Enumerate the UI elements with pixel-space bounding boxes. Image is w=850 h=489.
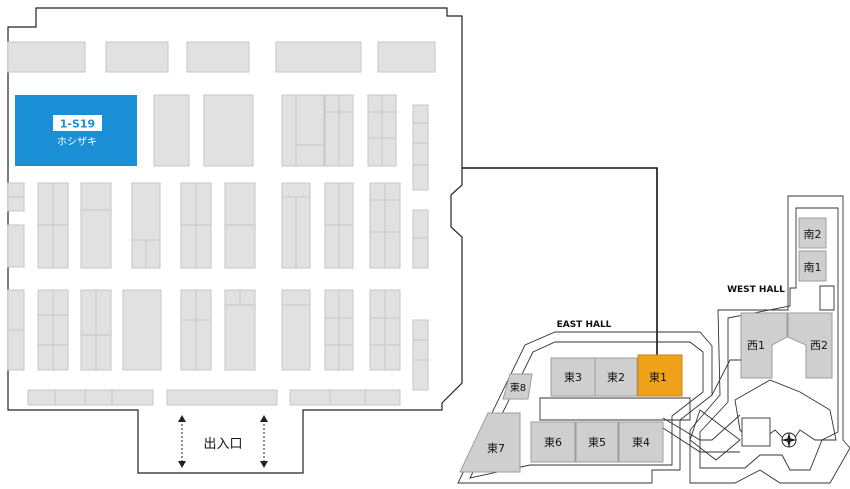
hall-east-7-label: 東7 xyxy=(487,442,505,455)
hall-east-1-label: 東1 xyxy=(649,371,667,384)
highlighted-booth[interactable]: 1-S19 ホシザキ xyxy=(15,95,137,166)
hall-south-2-label: 南2 xyxy=(804,228,822,241)
booth-row-top xyxy=(7,41,436,73)
hall-south-1-label: 南1 xyxy=(804,261,822,274)
hall-east-6-label: 東6 xyxy=(544,436,562,449)
hall-south-1[interactable]: 南1 xyxy=(798,250,827,282)
entrance: 出入口 xyxy=(178,415,268,468)
hall-west-1-label: 西1 xyxy=(747,339,765,352)
hall-outline xyxy=(7,7,463,474)
west-hall-label: WEST HALL xyxy=(727,285,785,295)
hall-east-4[interactable]: 東4 xyxy=(618,421,664,463)
booth-row-bottom xyxy=(27,389,401,406)
hall-east-3[interactable]: 東3 xyxy=(550,357,596,397)
entrance-label: 出入口 xyxy=(203,437,242,452)
hall-east-5-label: 東5 xyxy=(588,436,606,449)
hall-east-1[interactable]: 東1 xyxy=(637,354,683,397)
hall-east-2-label: 東2 xyxy=(607,371,625,384)
hall-east-1-highlight[interactable] xyxy=(637,354,683,397)
booth-code-label: 1-S19 xyxy=(60,118,95,131)
conference-building xyxy=(741,417,771,447)
venue-overview: EAST HALL WEST HALL 南2 南1 西1 西2 xyxy=(457,195,850,484)
booth-code-badge xyxy=(53,115,102,131)
hall-east-8[interactable]: 東8 xyxy=(502,373,533,400)
exhibitor-name-label: ホシザキ xyxy=(57,136,97,148)
hall-east-4-label: 東4 xyxy=(632,436,650,449)
hall-east-8-label: 東8 xyxy=(510,381,526,394)
hall-south-2[interactable]: 南2 xyxy=(798,217,827,249)
compass-icon xyxy=(781,432,797,448)
hall-west-1[interactable]: 西1 xyxy=(740,312,788,379)
hall-east-5[interactable]: 東5 xyxy=(575,421,619,463)
east-hall-label: EAST HALL xyxy=(557,320,612,330)
booth-row-2 xyxy=(153,94,429,191)
hall-east-3-label: 東3 xyxy=(564,371,582,384)
booth-row-3 xyxy=(7,182,429,269)
double-arrow-vertical-icon xyxy=(178,415,186,468)
hall-floor-plan: 1-S19 ホシザキ xyxy=(7,7,463,474)
hall-east-2[interactable]: 東2 xyxy=(594,357,638,397)
hall-west-2[interactable]: 西2 xyxy=(787,312,833,379)
double-arrow-vertical-icon xyxy=(260,415,268,468)
hall-west-2-label: 西2 xyxy=(810,339,828,352)
booth-row-4 xyxy=(7,289,429,391)
hall-east-7[interactable]: 東7 xyxy=(459,412,521,473)
hall-connector-line xyxy=(462,167,658,357)
hall-east-6[interactable]: 東6 xyxy=(530,421,576,463)
